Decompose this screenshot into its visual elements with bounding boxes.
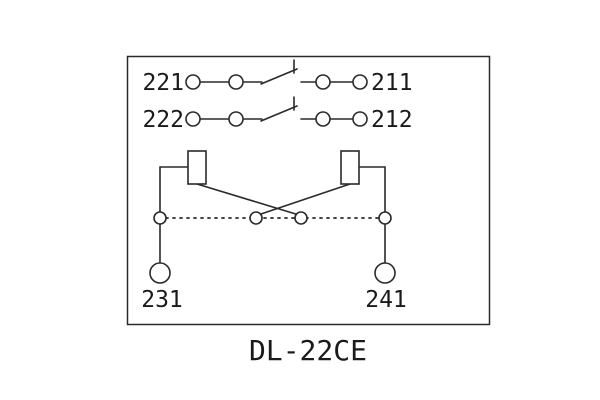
switch-blade-icon	[260, 105, 298, 122]
contact-circle	[315, 111, 331, 127]
contact-circle	[228, 74, 244, 90]
terminal-circle-231	[149, 262, 171, 284]
junction-node-left	[153, 211, 167, 225]
terminal-label-221: 221	[142, 70, 184, 96]
contact-circle	[228, 111, 244, 127]
terminal-circle-211	[352, 74, 368, 90]
terminal-label-212: 212	[371, 107, 413, 133]
contact-row-1	[185, 59, 368, 90]
terminal-circle-222	[185, 111, 201, 127]
figure-caption: DL-22CE	[249, 334, 367, 367]
terminal-circle-212	[352, 111, 368, 127]
coil-left	[187, 150, 207, 185]
junction-node-right	[378, 211, 392, 225]
cross-wire-left	[196, 183, 300, 216]
contact-row-2	[185, 96, 368, 127]
junction-node-center-left	[249, 211, 263, 225]
terminal-label-211: 211	[371, 70, 413, 96]
terminal-label-222: 222	[142, 107, 184, 133]
wiring-group	[149, 59, 396, 284]
terminal-circle-241	[374, 262, 396, 284]
terminal-label-241: 241	[365, 287, 407, 313]
labels-group: 221 211 222 212 231 241 DL-22CE	[141, 70, 412, 367]
coil-network	[149, 150, 396, 284]
left-riser-wire	[159, 166, 189, 213]
coil-right	[340, 150, 360, 185]
terminal-label-231: 231	[141, 287, 183, 313]
right-riser-wire	[358, 166, 386, 213]
junction-node-center-right	[294, 211, 308, 225]
switch-blade-icon	[260, 68, 298, 85]
diagram-border	[126, 55, 491, 326]
terminal-circle-221	[185, 74, 201, 90]
contact-circle	[315, 74, 331, 90]
cross-wire-right	[257, 183, 351, 216]
